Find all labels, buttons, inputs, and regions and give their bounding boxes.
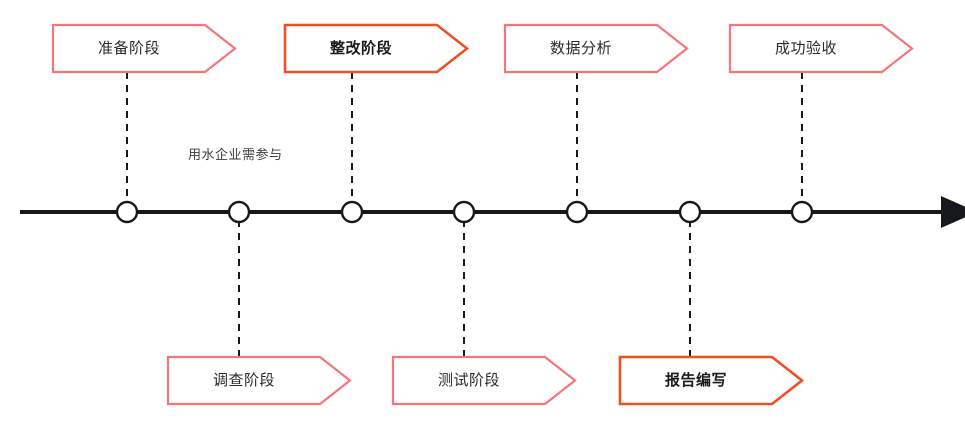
stage-label-stage-5: 数据分析 xyxy=(549,40,612,57)
timeline-node-6[interactable] xyxy=(678,200,702,224)
stage-label-stage-1: 准备阶段 xyxy=(97,40,160,57)
stage-chevron-stage-5[interactable] xyxy=(503,23,689,74)
stage-label-stage-7: 成功验收 xyxy=(774,40,837,57)
stage-label-stage-4: 测试阶段 xyxy=(437,372,500,389)
stage-label-stage-3: 整改阶段 xyxy=(329,40,392,57)
stage-chevron-stage-4[interactable] xyxy=(391,355,577,406)
stage-chevrons-group xyxy=(51,23,914,406)
timeline-node-7[interactable] xyxy=(790,200,814,224)
timeline-node-2[interactable] xyxy=(227,200,251,224)
timeline-node-5[interactable] xyxy=(565,200,589,224)
timeline-node-1[interactable] xyxy=(115,200,139,224)
annotation-note-1: 用水企业需参与 xyxy=(188,147,283,162)
stage-chevron-stage-6[interactable] xyxy=(618,355,805,406)
timeline-node-3[interactable] xyxy=(340,200,364,224)
stage-label-stage-6: 报告编写 xyxy=(664,372,727,389)
stage-chevron-stage-7[interactable] xyxy=(728,23,914,74)
stage-chevron-stage-3[interactable] xyxy=(283,23,470,74)
connector-lines-group xyxy=(126,72,803,357)
timeline-node-4[interactable] xyxy=(452,200,476,224)
stage-chevron-stage-1[interactable] xyxy=(51,23,237,74)
timeline-nodes-group xyxy=(115,200,814,224)
stage-chevron-stage-2[interactable] xyxy=(166,355,352,406)
stage-label-stage-2: 调查阶段 xyxy=(212,372,275,389)
